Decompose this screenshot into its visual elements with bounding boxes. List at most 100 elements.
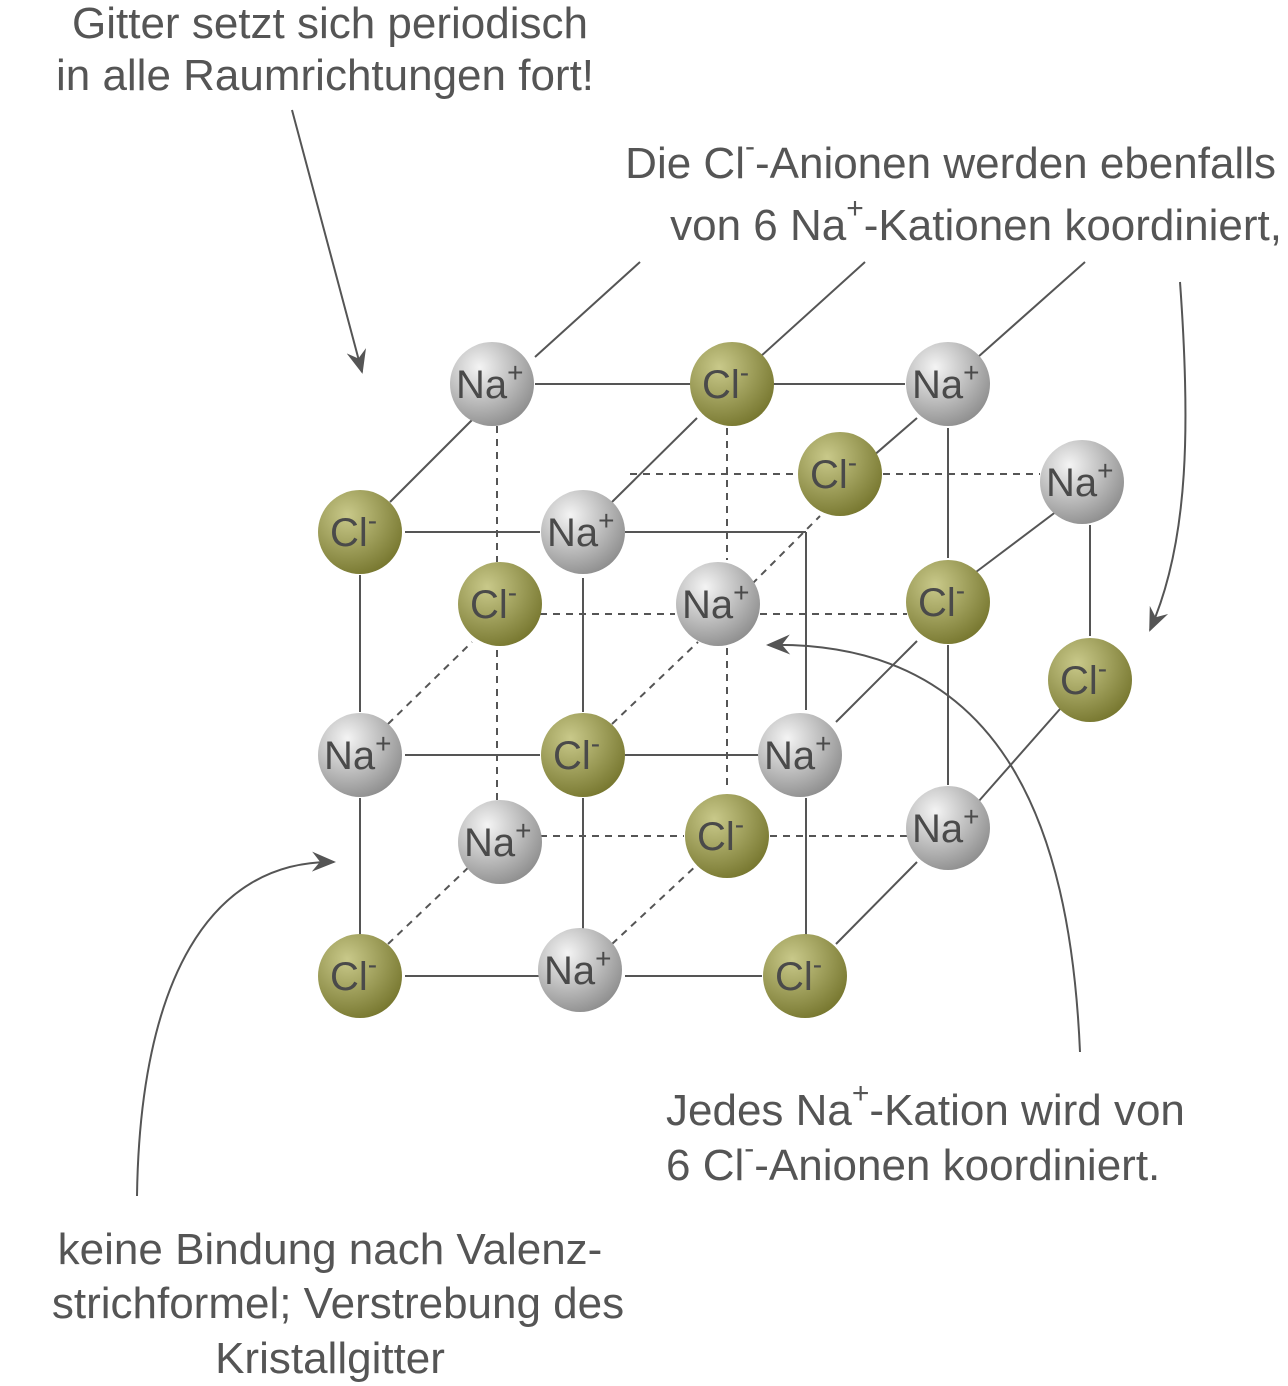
br2-pre: 6 Cl	[666, 1141, 744, 1190]
lattice-edge	[975, 507, 1062, 573]
lattice-edge	[835, 861, 918, 945]
na-cation: Na+	[538, 928, 622, 1012]
cl-sphere	[685, 794, 769, 878]
ion-charge: -	[848, 447, 857, 478]
ion-charge: +	[733, 577, 749, 608]
cl-sphere	[1048, 638, 1132, 722]
cl-anion: Cl-	[1048, 638, 1132, 722]
na-cation: Na+	[758, 713, 842, 797]
br2-sup: -	[744, 1132, 754, 1165]
cl-sphere	[690, 342, 774, 426]
ions-layer: Na+Cl-Na+Cl-Na+Cl-Na+Cl-Na+Cl-Cl-Na+Cl-N…	[318, 342, 1132, 1018]
cl-sphere	[798, 432, 882, 516]
cl-label: Cl-	[470, 577, 517, 627]
br1-pre: Jedes Na	[666, 1086, 852, 1135]
cl-label: Cl-	[330, 949, 377, 999]
ion-symbol: Cl	[810, 453, 848, 497]
ion-symbol: Cl	[1060, 659, 1098, 703]
cl-label: Cl-	[330, 505, 377, 555]
lattice-edge	[389, 417, 475, 503]
arrow-no-bond	[136, 851, 336, 1197]
ion-charge: +	[815, 728, 831, 759]
cl-label: Cl-	[702, 357, 749, 407]
na-label: Na+	[912, 801, 980, 851]
arrow-periodic	[291, 109, 366, 374]
ion-symbol: Na	[912, 363, 964, 407]
cl-anion: Cl-	[685, 794, 769, 878]
cl-sphere	[318, 934, 402, 1018]
ion-charge: -	[368, 949, 377, 980]
ion-symbol: Cl	[697, 815, 735, 859]
cl-label: Cl-	[553, 728, 600, 778]
cl-anion: Cl-	[318, 490, 402, 574]
cl-anion: Cl-	[906, 560, 990, 644]
na-cation: Na+	[458, 800, 542, 884]
na-sphere	[758, 713, 842, 797]
top-right-annotation-line2: von 6 Na+-Kationen koordiniert,	[670, 192, 1282, 250]
ion-charge: +	[1097, 455, 1113, 486]
ion-symbol: Na	[544, 949, 596, 993]
ion-symbol: Cl	[775, 955, 813, 999]
na-cation: Na+	[906, 342, 990, 426]
cl-label: Cl-	[810, 447, 857, 497]
cl-label: Cl-	[1060, 653, 1107, 703]
na-label: Na+	[764, 728, 832, 778]
ion-symbol: Na	[464, 821, 516, 865]
na-label: Na+	[324, 728, 392, 778]
lattice-lines	[359, 261, 1091, 977]
cl-sphere	[763, 934, 847, 1018]
ion-charge: -	[508, 577, 517, 608]
na-cation: Na+	[906, 786, 990, 870]
na-cation: Na+	[450, 342, 534, 426]
na-sphere	[538, 928, 622, 1012]
na-cation: Na+	[676, 562, 760, 646]
br1-post: -Kation wird von	[869, 1086, 1184, 1135]
arrow-cl-coordination	[1149, 281, 1187, 632]
ion-symbol: Na	[456, 363, 508, 407]
cl-sphere	[318, 490, 402, 574]
na-cation: Na+	[541, 490, 625, 574]
lattice-edge	[759, 261, 866, 358]
cl-label: Cl-	[697, 809, 744, 859]
ion-symbol: Cl	[702, 363, 740, 407]
na-sphere	[906, 342, 990, 426]
ion-charge: -	[740, 357, 749, 388]
na-label: Na+	[547, 505, 615, 555]
na-label: Na+	[682, 577, 750, 627]
lattice-edge	[977, 261, 1086, 358]
ion-symbol: Cl	[330, 511, 368, 555]
ion-symbol: Cl	[918, 581, 956, 625]
ion-charge: -	[591, 728, 600, 759]
tr1-sup: -	[745, 130, 755, 163]
na-label: Na+	[464, 815, 532, 865]
top-left-annotation-line2: in alle Raumrichtungen fort!	[56, 51, 594, 100]
na-sphere	[1040, 440, 1124, 524]
tr1-pre: Die Cl	[625, 139, 745, 188]
cl-anion: Cl-	[541, 713, 625, 797]
ion-symbol: Na	[547, 511, 599, 555]
ion-charge: -	[956, 575, 965, 606]
bottom-right-annotation-line2: 6 Cl--Anionen koordiniert.	[666, 1132, 1160, 1190]
bottom-left-annotation-line1: keine Bindung nach Valenz-	[58, 1225, 603, 1274]
lattice-hidden-edge	[611, 641, 699, 725]
cl-sphere	[541, 713, 625, 797]
cl-anion: Cl-	[318, 934, 402, 1018]
ion-charge: -	[813, 949, 822, 980]
ion-charge: -	[735, 809, 744, 840]
cl-anion: Cl-	[458, 562, 542, 646]
cl-anion: Cl-	[690, 342, 774, 426]
na-sphere	[676, 562, 760, 646]
na-sphere	[450, 342, 534, 426]
ion-symbol: Cl	[553, 734, 591, 778]
lattice-edge	[977, 708, 1061, 803]
cl-sphere	[906, 560, 990, 644]
na-sphere	[458, 800, 542, 884]
na-label: Na+	[544, 943, 612, 993]
na-sphere	[318, 713, 402, 797]
ion-charge: +	[963, 357, 979, 388]
bottom-left-annotation-line2: strichformel; Verstrebung des	[52, 1279, 624, 1328]
lattice-hidden-edge	[751, 515, 821, 585]
na-cation: Na+	[1040, 440, 1124, 524]
top-left-annotation-line1: Gitter setzt sich periodisch	[72, 0, 588, 48]
